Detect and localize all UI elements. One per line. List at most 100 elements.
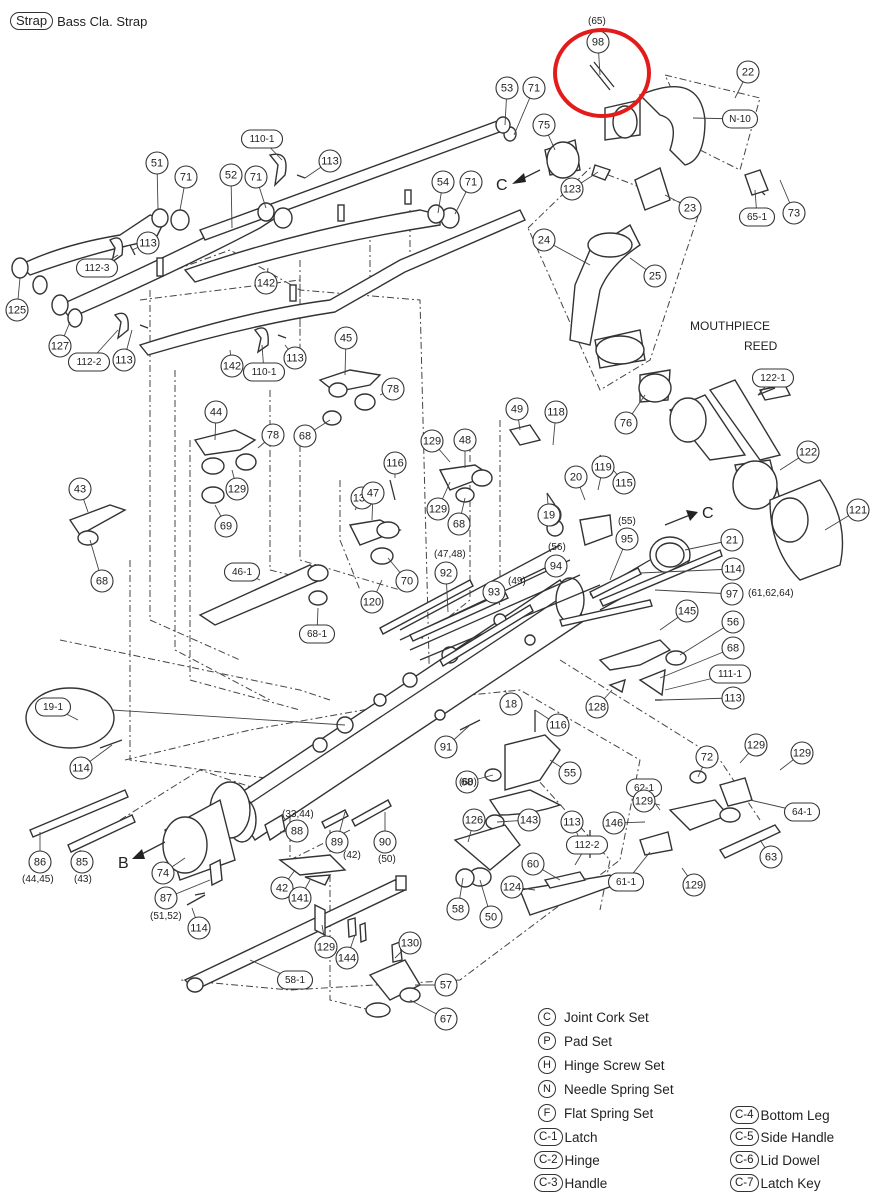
callout-label: 129 (747, 740, 765, 752)
callout-bubble (214, 514, 238, 538)
part-callout: 113 (721, 686, 745, 710)
part-callout: 110-1 (240, 129, 284, 149)
part-callout: 122-1 (751, 368, 795, 388)
part-callout: 71 (522, 76, 546, 100)
callout-label: 22 (742, 67, 754, 79)
callout-bubble (223, 562, 261, 582)
callout-bubble (482, 580, 506, 604)
part-callout: 54 (431, 170, 455, 194)
reference-note: (60) (459, 777, 477, 788)
part-callout: 92 (434, 561, 458, 585)
callout-bubble (517, 808, 541, 832)
arrow-c-upper: C (496, 177, 508, 194)
callout-label: 46-1 (232, 567, 252, 578)
callout-bubble (708, 664, 752, 684)
leader-line (659, 647, 734, 679)
callout-bubble (285, 819, 309, 843)
part-callout: 113 (112, 348, 136, 372)
callout-bubble (70, 850, 94, 874)
callout-label: 113 (321, 156, 339, 168)
callout-bubble (532, 228, 556, 252)
callout-bubble (434, 973, 458, 997)
part-callout: 47 (361, 481, 385, 505)
part-callout: 24 (532, 228, 556, 252)
callout-label: 129 (685, 880, 703, 892)
callout-bubble (721, 686, 745, 710)
part-callout: 94 (544, 554, 568, 578)
part-callout: 123 (560, 177, 584, 201)
key-clusters (68, 369, 782, 1018)
callout-label: 115 (615, 478, 633, 490)
part-callout: 119 (591, 455, 615, 479)
callout-bubble (678, 196, 702, 220)
part-callout: 110-1 (242, 362, 286, 382)
part-callout: 113 (318, 149, 342, 173)
callout-label: 114 (724, 564, 742, 576)
part-callout: 70 (395, 569, 419, 593)
neck-assembly (544, 61, 769, 403)
callout-label: 48 (459, 435, 471, 447)
callout-bubble (254, 271, 278, 295)
part-callout: 44 (204, 400, 228, 424)
part-callout: 91 (434, 735, 458, 759)
callout-bubble (220, 354, 244, 378)
legend-text: Joint Cork Set (564, 1009, 649, 1025)
callout-bubble (607, 872, 645, 892)
callout-label: 125 (8, 305, 26, 317)
part-callout: 114 (69, 756, 93, 780)
callout-bubble (721, 636, 745, 660)
part-callout: 95 (615, 527, 639, 551)
part-callout: 19-1 (34, 697, 72, 717)
callout-label: 69 (220, 521, 232, 533)
part-callout: 21 (720, 528, 744, 552)
callout-label: 71 (180, 172, 192, 184)
part-callout: 111-1 (708, 664, 752, 684)
callout-label: 113 (286, 353, 304, 365)
callout-label: 68 (453, 519, 465, 531)
callout-label: 89 (331, 837, 343, 849)
callout-bubble (505, 397, 529, 421)
part-callout: 121 (846, 498, 870, 522)
part-callout: 129 (790, 741, 814, 765)
callout-bubble (314, 935, 338, 959)
callout-bubble (564, 465, 588, 489)
part-callout: 112-2 (67, 352, 111, 372)
reed-label: REED (744, 339, 778, 353)
callout-bubble (614, 411, 638, 435)
part-callout: 114 (187, 916, 211, 940)
part-callout: 71 (174, 165, 198, 189)
callout-bubble (242, 362, 286, 382)
callout-label: 110-1 (252, 367, 277, 378)
callout-bubble (90, 569, 114, 593)
callout-bubble (790, 741, 814, 765)
callout-bubble (479, 905, 503, 929)
callout-label: 112-3 (85, 263, 110, 274)
callout-bubble (431, 170, 455, 194)
part-callout: 55 (558, 761, 582, 785)
callout-label: 145 (678, 606, 696, 618)
part-callout: 45 (334, 326, 358, 350)
part-callout: 19 (537, 503, 561, 527)
highlight-ring (553, 28, 651, 118)
part-callout: 116 (546, 713, 570, 737)
callout-bubble (325, 830, 349, 854)
callout-bubble (69, 756, 93, 780)
callout-label: 71 (528, 83, 540, 95)
part-callout: 58-1 (276, 970, 314, 990)
legend-code: C-4 (730, 1106, 759, 1124)
callout-label: 142 (223, 361, 241, 373)
part-callout: 64-1 (783, 802, 821, 822)
callout-label: 129 (317, 942, 335, 954)
callout-bubble (395, 569, 419, 593)
callout-label: 20 (570, 472, 582, 484)
legend-text: Flat Spring Set (564, 1105, 654, 1121)
callout-bubble (434, 1007, 458, 1031)
part-callout: 68 (293, 424, 317, 448)
callout-label: 129 (423, 436, 441, 448)
callout-label: 113 (563, 817, 581, 829)
callout-bubble (532, 113, 556, 137)
